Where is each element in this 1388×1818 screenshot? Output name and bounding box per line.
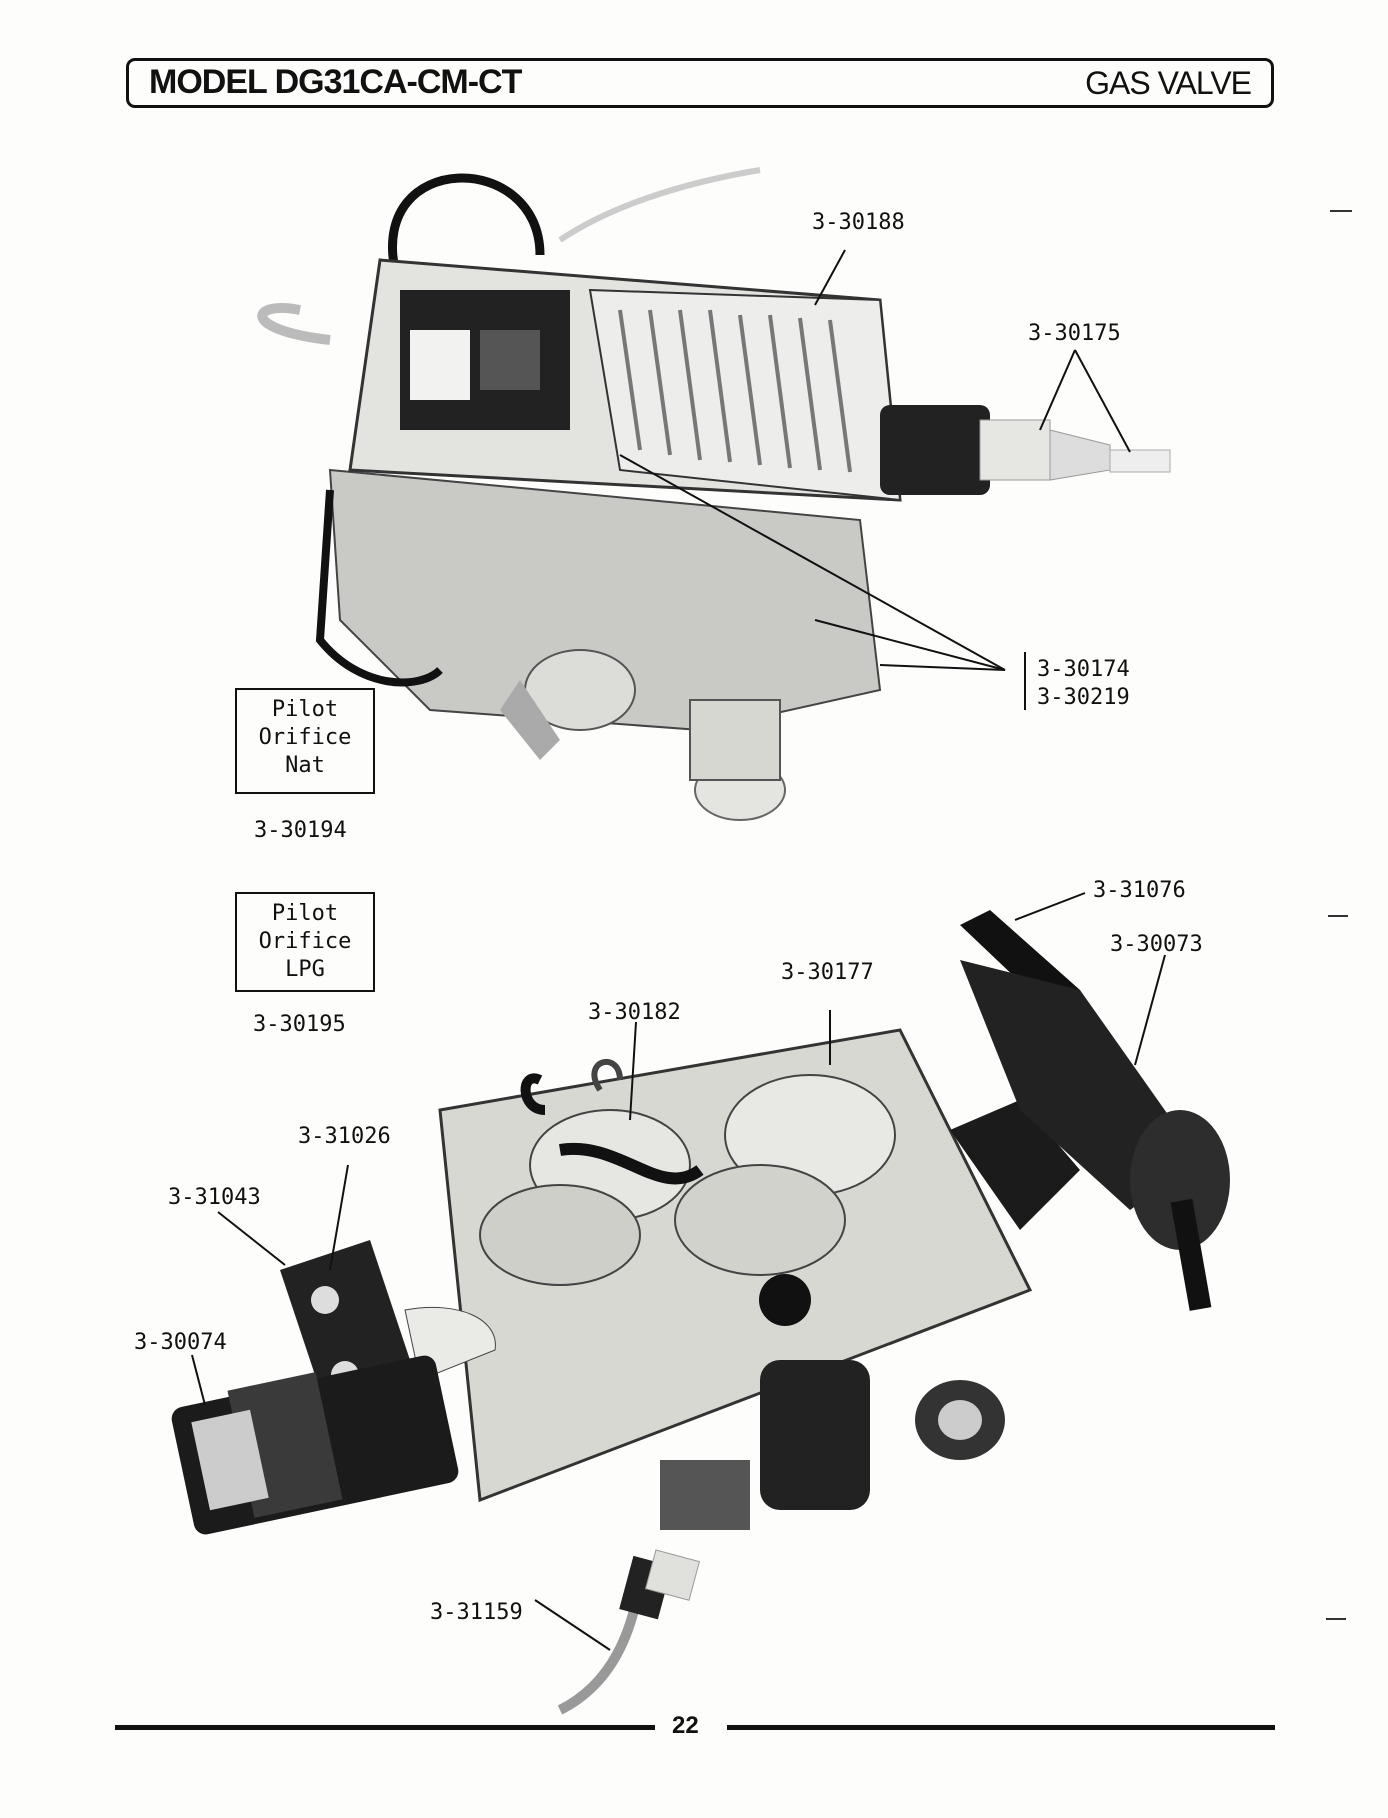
pilot-orifice-lpg-box: Pilot Orifice LPG <box>235 892 375 992</box>
section-title: GAS VALVE <box>1085 65 1252 101</box>
callout-3-30182: 3-30182 <box>588 1000 681 1025</box>
scan-edge-mark <box>1328 915 1348 917</box>
page-header: MODEL DG31CA-CM-CT GAS VALVE <box>126 58 1274 108</box>
lower-valve-photo <box>171 910 1230 1715</box>
page-number: 22 <box>672 1712 699 1739</box>
orifice-line: Nat <box>285 753 325 778</box>
callout-3-30219: 3-30219 <box>1037 685 1130 710</box>
scan-edge-mark <box>1326 1618 1346 1620</box>
callout-3-30175: 3-30175 <box>1028 321 1121 346</box>
model-title: MODEL DG31CA-CM-CT <box>149 63 522 101</box>
callout-3-30073: 3-30073 <box>1110 932 1203 957</box>
footer-rule-right <box>727 1725 1275 1730</box>
callout-3-30174: 3-30174 <box>1037 657 1130 682</box>
pilot-orifice-nat-part-no: 3-30194 <box>254 818 347 843</box>
callout-3-31159: 3-31159 <box>430 1600 523 1625</box>
callout-3-31076: 3-31076 <box>1093 878 1186 903</box>
callout-3-31026: 3-31026 <box>298 1124 391 1149</box>
callout-3-30177: 3-30177 <box>781 960 874 985</box>
callout-3-31043: 3-31043 <box>168 1185 261 1210</box>
pilot-orifice-nat-box: Pilot Orifice Nat <box>235 688 375 794</box>
orifice-line: Orifice <box>258 725 352 750</box>
orifice-line: Orifice <box>258 929 352 954</box>
scan-edge-mark <box>1330 210 1352 212</box>
callout-3-30074: 3-30074 <box>134 1330 227 1355</box>
orifice-line: Pilot <box>271 901 339 926</box>
upper-valve-photo <box>257 167 1171 821</box>
callout-3-30188: 3-30188 <box>812 210 905 235</box>
footer-rule-left <box>115 1725 655 1730</box>
orifice-line: LPG <box>285 957 325 982</box>
orifice-line: Pilot <box>271 697 339 722</box>
pilot-orifice-lpg-part-no: 3-30195 <box>253 1012 346 1037</box>
